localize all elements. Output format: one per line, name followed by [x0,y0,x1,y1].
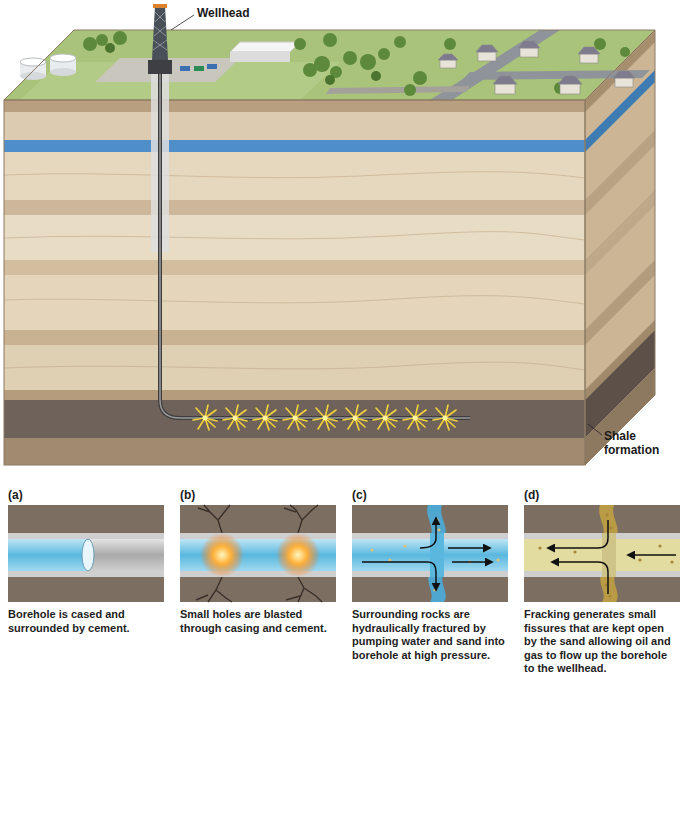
panel-spacer [180,505,336,602]
panel-spacer [8,505,164,602]
wellhead-label: Wellhead [197,6,287,20]
panel-node: (c) Surrounding rocks are hydraulically f… [352,487,508,662]
panel-letter: (d) [524,487,679,505]
panel-node: (b) Small holes are blasted through casin… [180,487,336,635]
panel-node: (a) Borehole is cased and surrounded by c… [8,487,164,635]
panel-caption: Surrounding rocks are hydraulically frac… [352,608,508,662]
panel-letter: (c) [352,487,508,505]
shale-label: Shale formation [604,429,680,457]
panel-letter: (b) [180,487,336,505]
panel-caption: Fracking generates small fissures that a… [524,608,679,676]
panel-letter: (a) [8,487,164,505]
panel-spacer [352,505,508,602]
panel-spacer [524,505,679,602]
panel-caption: Small holes are blasted through casing a… [180,608,336,635]
panel-node: (d) Fracking generates small fissures tha… [524,487,679,676]
panel-caption: Borehole is cased and surrounded by ceme… [8,608,164,635]
